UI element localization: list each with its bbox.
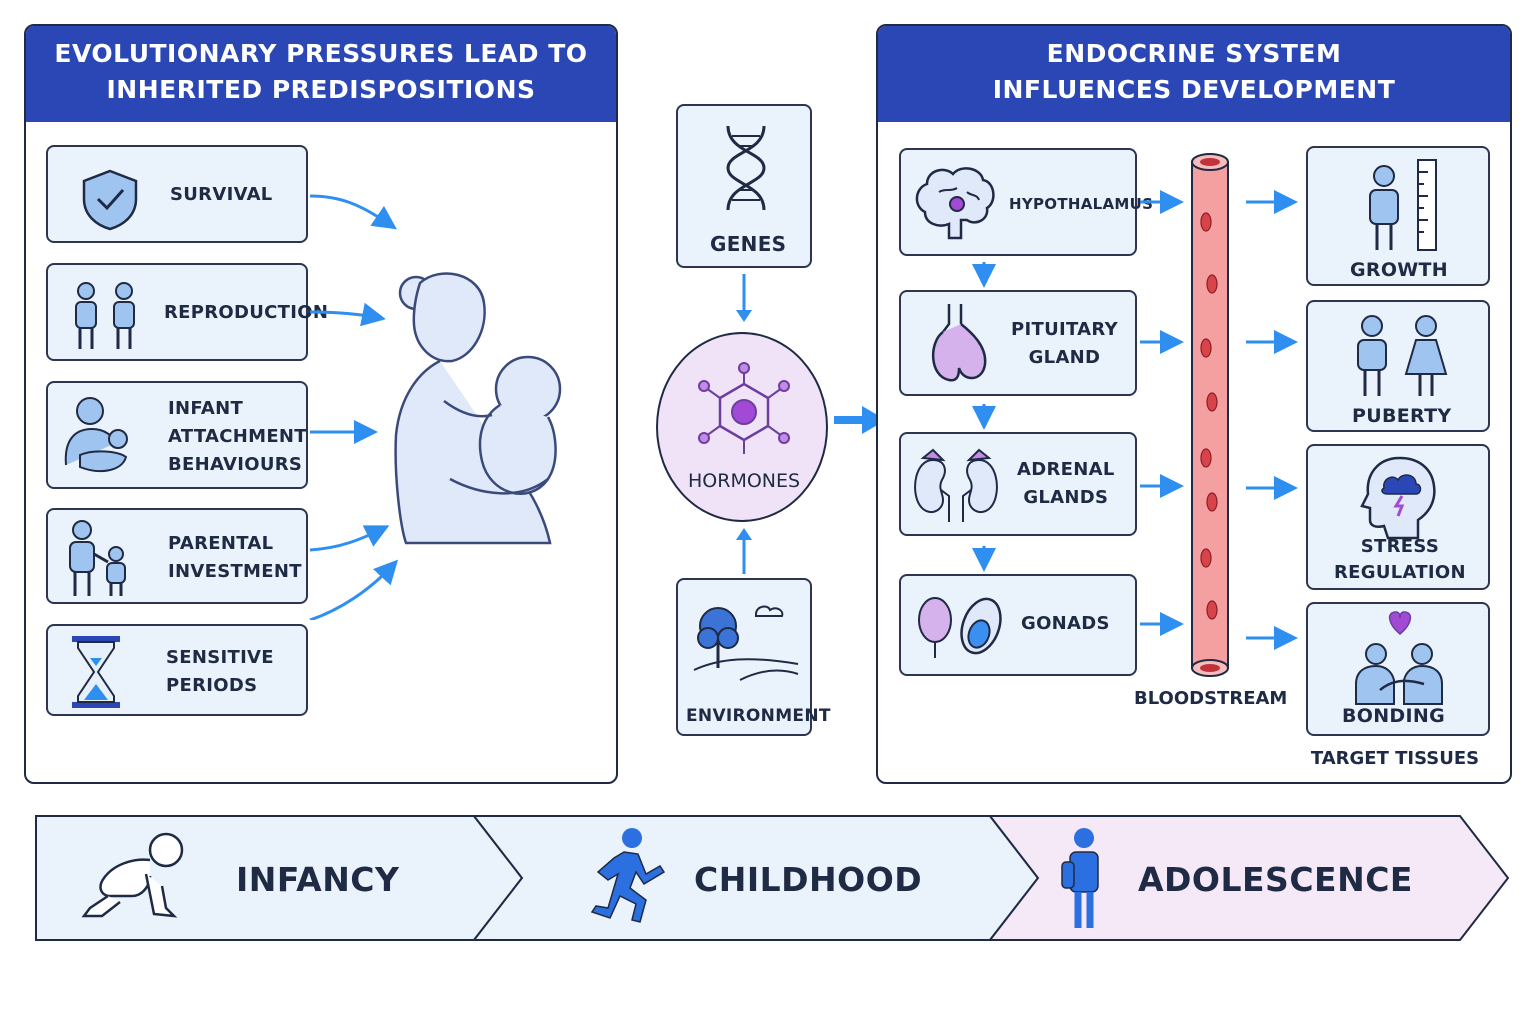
teen-backpack-icon <box>1061 828 1099 928</box>
child-height-ruler-icon <box>1369 159 1437 251</box>
arrow-survival <box>309 194 397 230</box>
adrenal-label: ADRENAL GLANDS <box>1017 459 1115 508</box>
card-pituitary: PITUITARY GLAND <box>899 290 1137 396</box>
boy-girl-icon <box>1357 315 1448 396</box>
hormones-label: HORMONES <box>688 470 801 492</box>
genes-to-hormones-arrow <box>736 274 752 322</box>
hormones-to-endocrine-arrow <box>834 406 886 434</box>
two-people-icon <box>75 282 135 349</box>
gonads-label: GONADS <box>1021 613 1110 634</box>
card-hypothalamus: HYPOTHALAMUS <box>899 148 1153 256</box>
running-child-icon <box>590 828 666 923</box>
environment-label: ENVIRONMENT <box>686 706 831 726</box>
stage-adolescence-chevron <box>987 815 1510 941</box>
blood-vessel <box>1191 153 1229 677</box>
arrow-sensitive <box>309 559 399 620</box>
environment-to-hormones-arrow <box>736 528 752 574</box>
card-adrenal: ADRENAL GLANDS <box>899 432 1137 536</box>
tree-landscape-icon <box>693 605 799 681</box>
bonding-label: BONDING <box>1342 705 1445 727</box>
hormones-circle: HORMONES <box>656 332 828 522</box>
card-reproduction: REPRODUCTION <box>46 263 328 361</box>
card-stress-regulation: STRESS REGULATION <box>1306 444 1490 590</box>
target-tissues-caption: TARGET TISSUES <box>1310 748 1480 769</box>
genes-label: GENES <box>710 232 787 256</box>
stage-adolescence-label: ADOLESCENCE <box>1138 860 1413 899</box>
card-sensitive-periods: SENSITIVE PERIODS <box>46 624 308 716</box>
evolutionary-pressures-title: EVOLUTIONARY PRESSURES LEAD TO INHERITED… <box>26 26 616 122</box>
card-bonding: BONDING <box>1306 602 1490 736</box>
crawling-baby-icon <box>81 832 184 918</box>
head-storm-icon <box>1360 456 1436 540</box>
pituitary-label: PITUITARY GLAND <box>1011 319 1118 368</box>
card-survival: SURVIVAL <box>46 145 308 243</box>
kidneys-icon <box>914 448 998 522</box>
pituitary-icon <box>931 304 987 382</box>
gonads-icon <box>918 597 1002 658</box>
shield-check-icon <box>82 169 138 231</box>
card-puberty: PUBERTY <box>1306 300 1490 432</box>
card-growth: GROWTH <box>1306 146 1490 286</box>
parent-hugging-child-icon <box>64 397 128 473</box>
endocrine-system-title: ENDOCRINE SYSTEM INFLUENCES DEVELOPMENT <box>878 26 1510 122</box>
survival-label: SURVIVAL <box>170 184 273 205</box>
bloodstream-label: BLOODSTREAM <box>1134 688 1288 709</box>
card-gonads: GONADS <box>899 574 1137 676</box>
arrow-reproduction <box>309 302 386 327</box>
mother-holding-baby-illustration <box>394 272 562 545</box>
stage-childhood-label: CHILDHOOD <box>694 860 923 899</box>
hypothalamus-label: HYPOTHALAMUS <box>1009 195 1154 213</box>
dna-icon <box>726 125 766 211</box>
puberty-label: PUBERTY <box>1352 405 1452 427</box>
molecule-icon <box>698 362 790 454</box>
sensitive-periods-label: SENSITIVE PERIODS <box>166 647 274 696</box>
growth-label: GROWTH <box>1350 259 1448 281</box>
endocrine-flow-arrows <box>972 190 1298 650</box>
stress-regulation-label: STRESS REGULATION <box>1334 536 1466 583</box>
stage-infancy-label: INFANCY <box>236 860 400 899</box>
brain-icon <box>915 167 995 240</box>
hourglass-icon <box>72 636 120 708</box>
card-infant-attachment: INFANT ATTACHMENT BEHAVIOURS <box>46 381 308 489</box>
adult-holding-child-hand-icon <box>69 520 126 596</box>
infant-attachment-label: INFANT ATTACHMENT BEHAVIOURS <box>168 398 307 475</box>
pressure-arrows <box>309 194 399 620</box>
parental-investment-label: PARENTAL INVESTMENT <box>168 533 302 582</box>
card-parental-investment: PARENTAL INVESTMENT <box>46 508 308 604</box>
genes-box: GENES <box>676 104 812 268</box>
reproduction-label: REPRODUCTION <box>164 302 329 323</box>
arrow-parental <box>309 525 390 552</box>
environment-box: ENVIRONMENT <box>676 578 830 736</box>
hug-heart-icon <box>1355 611 1443 705</box>
